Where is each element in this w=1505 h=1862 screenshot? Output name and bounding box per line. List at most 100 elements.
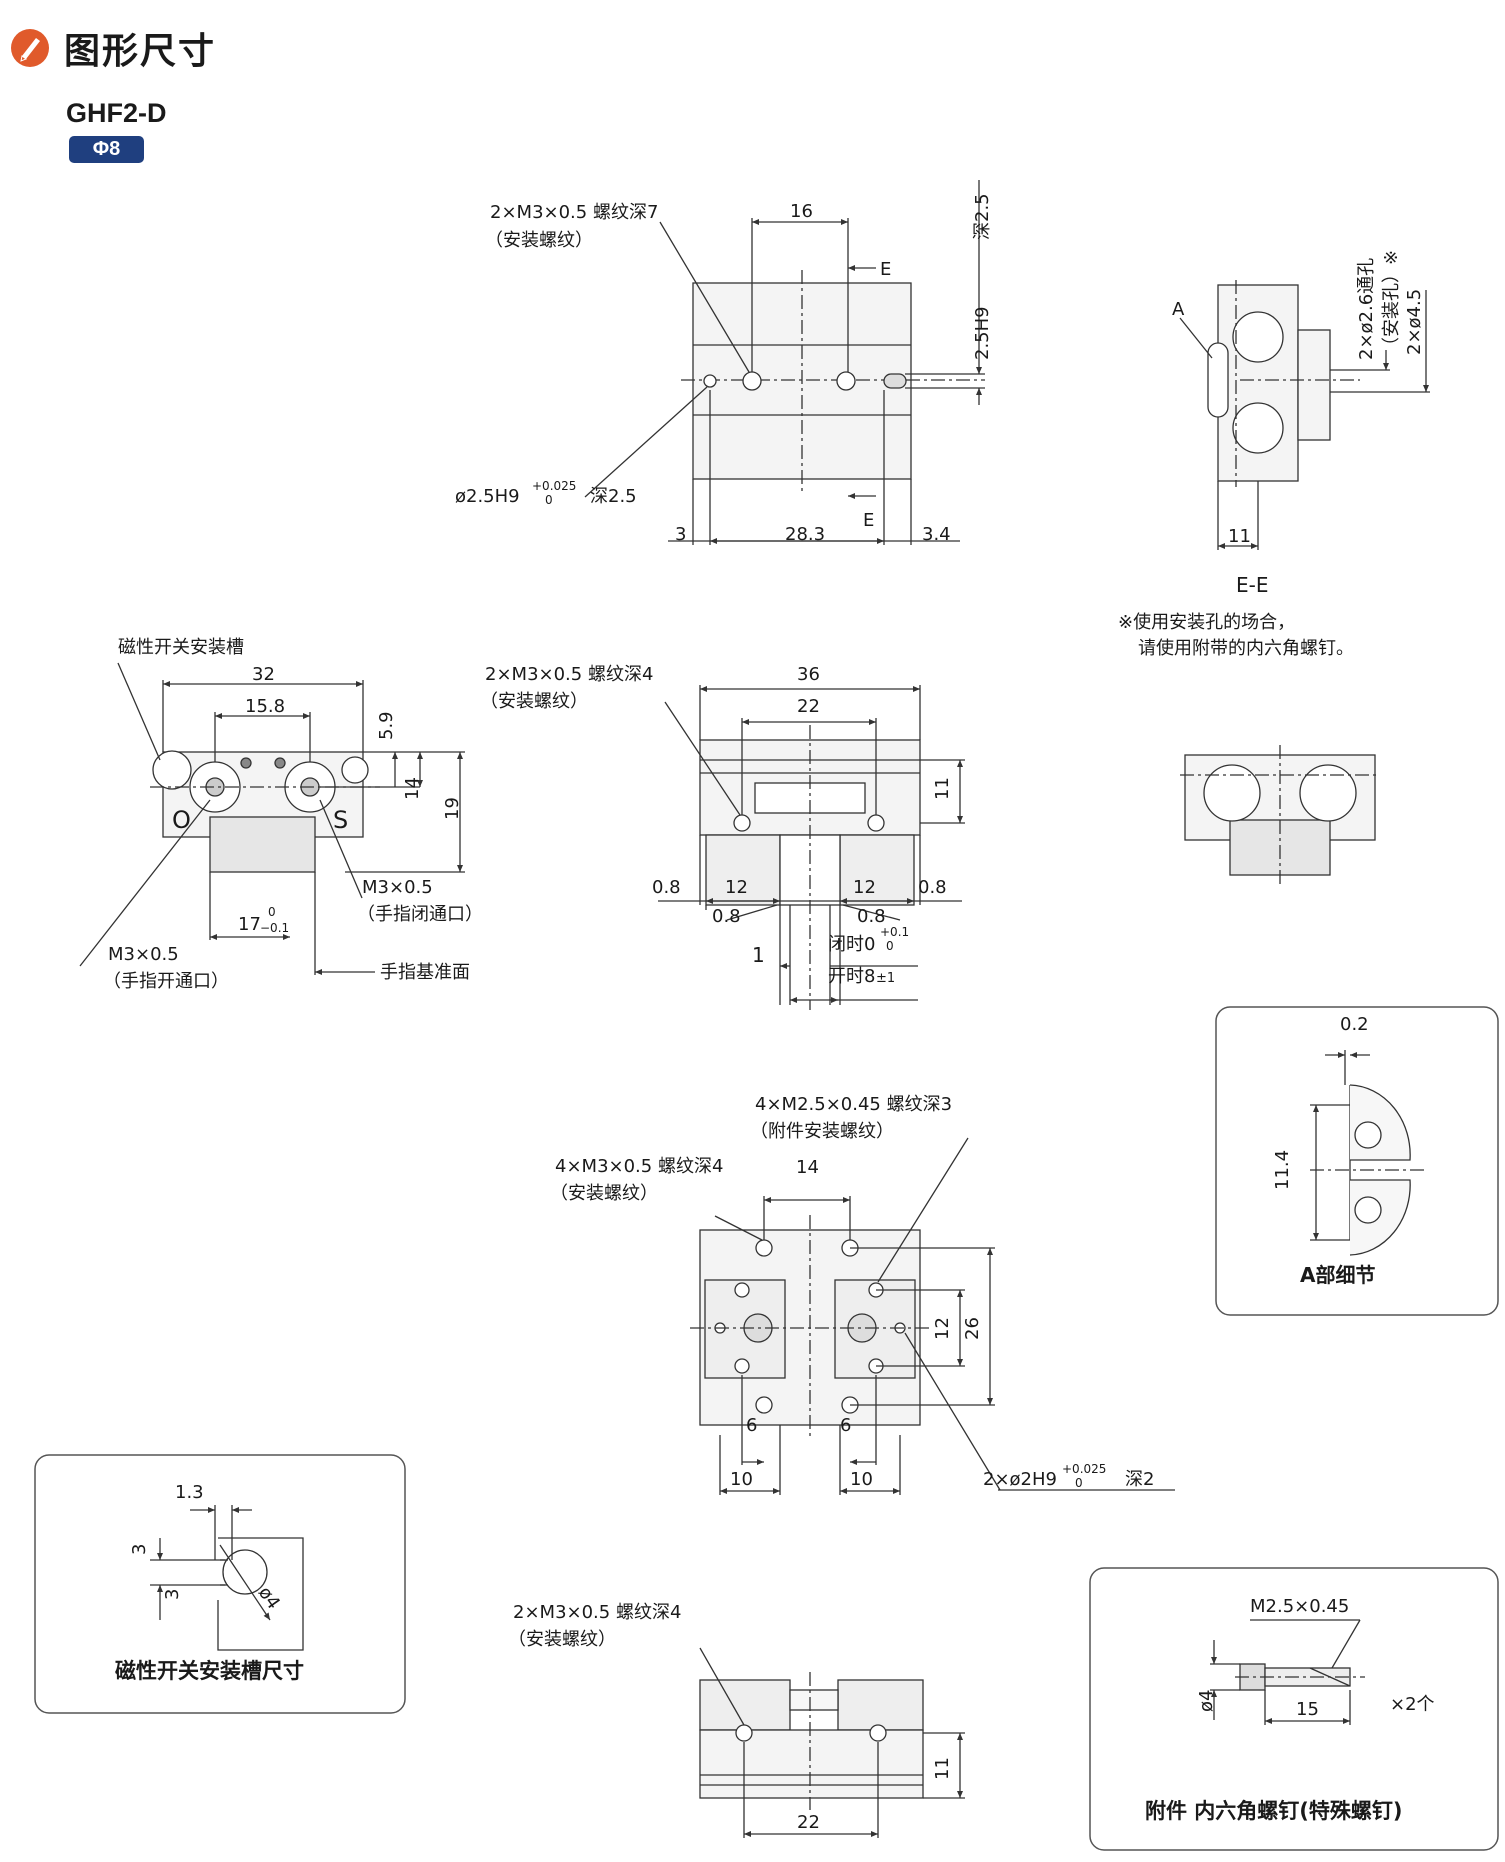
dim-12-right: 12: [853, 877, 876, 898]
bottom-dim-10-right: 10: [850, 1469, 873, 1490]
dim-36: 36: [797, 664, 820, 685]
rear-dim-22: 22: [797, 1812, 820, 1833]
ee-dim-11: 11: [1228, 526, 1251, 547]
closed-stroke: 闭时0: [828, 934, 875, 955]
dim-19: 19: [442, 797, 463, 820]
slot-detail-panel: [34, 1454, 406, 1714]
dim-3-4: 3.4: [922, 524, 951, 545]
top-thread-note: （安装螺纹）: [485, 230, 593, 251]
top-thread-callout: 2×M3×0.5 螺纹深7: [490, 202, 658, 223]
section-mark-bottom: E: [863, 510, 874, 531]
bottom-dim-14: 14: [796, 1157, 819, 1178]
rear-thread-note: （安装螺纹）: [508, 1629, 616, 1650]
dim-17-tol-upper: 0: [268, 905, 276, 919]
dim-5-9: 5.9: [376, 711, 397, 740]
detail-dim-0-2: 0.2: [1340, 1014, 1369, 1035]
open-stroke: 开时8: [828, 966, 875, 987]
closed-tol-upper: +0.1: [880, 925, 909, 939]
side-view-right: [1180, 745, 1380, 885]
accessory-title: 附件 内六角螺钉(特殊螺钉): [1145, 1799, 1403, 1823]
dim-32: 32: [252, 664, 275, 685]
dim-14: 14: [402, 777, 423, 800]
size-badge: Φ8: [69, 136, 144, 163]
page-title: 图形尺寸: [64, 31, 217, 72]
top-pin-tol-upper: +0.025: [532, 479, 576, 493]
top-pin-tol-lower: 0: [545, 493, 553, 507]
bottom-dim-26: 26: [962, 1317, 983, 1340]
dim-depth-2-5: 深2.5: [972, 193, 993, 240]
bottom-view: [690, 1137, 1175, 1495]
bottom-pin-depth: 深2: [1125, 1469, 1154, 1490]
bottom-dim-10-left: 10: [730, 1469, 753, 1490]
pencil-ruler-icon: [11, 29, 49, 67]
port-open-note: （手指开通口）: [103, 971, 229, 992]
slot-dim-3-top: 3: [129, 1544, 150, 1555]
dim-22: 22: [797, 696, 820, 717]
dim-0-8-right: 0.8: [918, 877, 947, 898]
top-pin-callout: ø2.5H9: [455, 486, 520, 507]
mark-s: S: [333, 806, 348, 834]
detail-a-panel: [1215, 1006, 1499, 1316]
acc-dim-d4: ø4: [1196, 1690, 1217, 1712]
acc-dim-15: 15: [1296, 1699, 1319, 1720]
section-mark-top: E: [880, 259, 891, 280]
open-tol: ±1: [876, 971, 895, 986]
bottom-dim-12: 12: [932, 1317, 953, 1340]
slot-detail-title: 磁性开关安装槽尺寸: [115, 1659, 304, 1683]
front-view: [658, 685, 965, 1010]
dim-0-8-inner-right: 0.8: [857, 906, 886, 927]
top-view: [584, 180, 985, 545]
bottom-dim-6-left: 6: [746, 1415, 757, 1436]
acc-thread-note: （附件安装螺纹）: [750, 1121, 894, 1142]
ref-face: 手指基准面: [380, 962, 470, 983]
dim-17-tol-lower: −0.1: [260, 921, 289, 935]
bottom-pin-callout: 2×ø2H9: [983, 1469, 1057, 1490]
acc-thread-callout: 4×M2.5×0.45 螺纹深3: [755, 1094, 952, 1115]
dim-15-8: 15.8: [245, 696, 285, 717]
front-thread-callout: 2×M3×0.5 螺纹深4: [485, 664, 653, 685]
side-view: [79, 662, 465, 975]
dim-28-3: 28.3: [785, 524, 825, 545]
port-open: M3×0.5: [108, 944, 179, 965]
rear-view: [699, 1647, 965, 1838]
rear-dim-11: 11: [932, 1757, 953, 1780]
note-line-1: ※使用安装孔的场合，: [1118, 612, 1295, 633]
detail-dim-11-4: 11.4: [1272, 1150, 1293, 1190]
top-pin-depth: 深2.5: [590, 486, 637, 507]
mark-o: O: [172, 806, 191, 834]
callout-a: A: [1172, 299, 1185, 320]
ee-hole-note: （安装孔）※: [1381, 250, 1402, 355]
bottom-thread-callout: 4×M3×0.5 螺纹深4: [555, 1156, 723, 1177]
rear-thread-callout: 2×M3×0.5 螺纹深4: [513, 1602, 681, 1623]
slot-dim-1-3: 1.3: [175, 1482, 204, 1503]
closed-tol-lower: 0: [886, 939, 894, 953]
dim-0-8-inner-left: 0.8: [712, 906, 741, 927]
bottom-pin-tol-upper: +0.025: [1062, 1462, 1106, 1476]
bottom-thread-note: （安装螺纹）: [550, 1183, 658, 1204]
detail-a-title: A部细节: [1300, 1263, 1375, 1287]
section-ee-view: [1179, 280, 1430, 550]
bottom-pin-tol-lower: 0: [1075, 1476, 1083, 1490]
slot-dim-3-bottom: 3: [162, 1589, 183, 1600]
ee-hole-callout: 2×ø2.6通孔: [1356, 258, 1377, 360]
note-line-2: 请使用附带的内六角螺钉。: [1138, 638, 1354, 659]
dim-3: 3: [675, 524, 686, 545]
dim-2-5h9: 2.5H9: [972, 306, 993, 360]
dim-16: 16: [790, 201, 813, 222]
port-close: M3×0.5: [362, 877, 433, 898]
section-ee-label: E-E: [1236, 573, 1269, 597]
acc-qty: ×2个: [1390, 1694, 1435, 1715]
model-name: GHF2-D: [66, 98, 167, 128]
ee-dim-4-5: 2×ø4.5: [1404, 289, 1425, 355]
front-thread-note: （安装螺纹）: [480, 691, 588, 712]
accessory-panel: [1089, 1567, 1499, 1851]
front-dim-11: 11: [932, 777, 953, 800]
acc-screw-thread: M2.5×0.45: [1250, 1596, 1349, 1617]
slot-label: 磁性开关安装槽: [118, 637, 244, 658]
port-close-note: （手指闭通口）: [357, 904, 483, 925]
dim-1: 1: [752, 943, 765, 967]
dim-17: 17: [238, 914, 261, 935]
dim-0-8-left: 0.8: [652, 877, 681, 898]
dim-12-left: 12: [725, 877, 748, 898]
